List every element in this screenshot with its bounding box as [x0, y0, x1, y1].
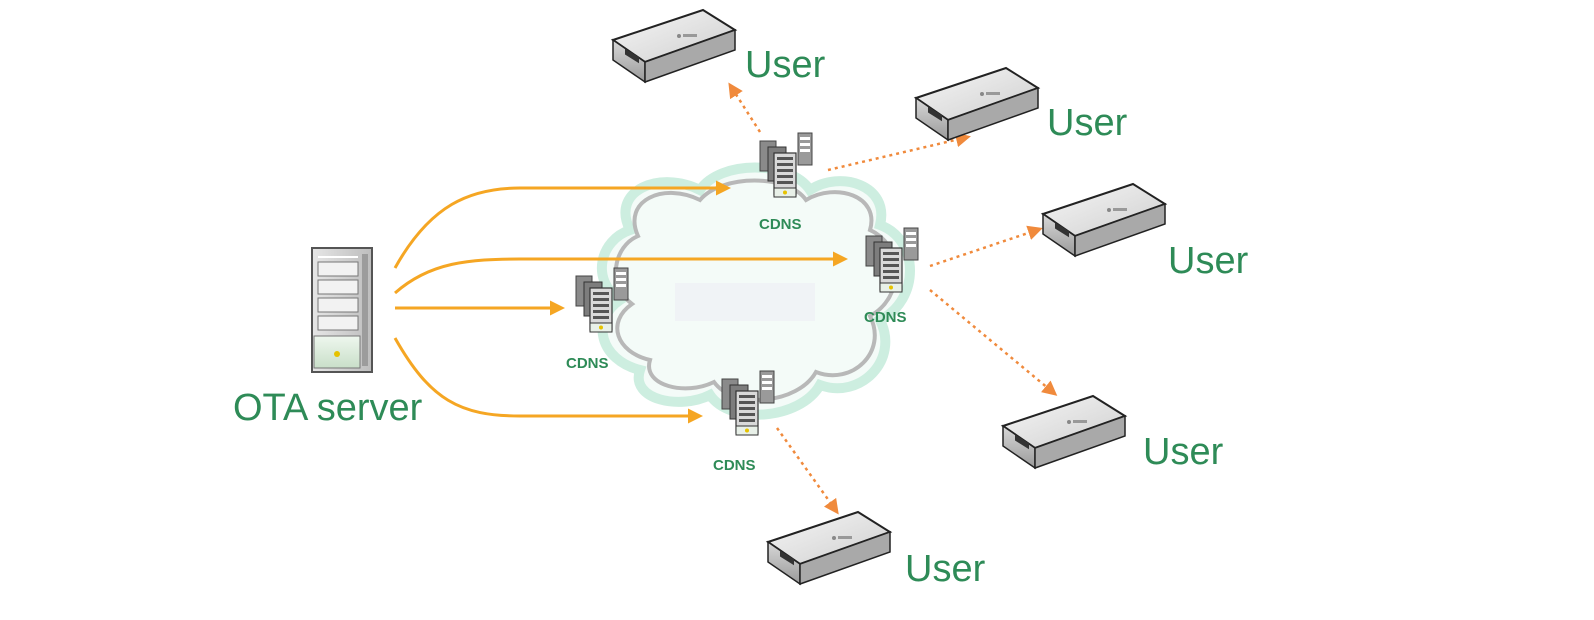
- user-label: User: [905, 548, 986, 590]
- network-cloud: [597, 162, 915, 420]
- user-label: User: [745, 44, 826, 86]
- user-device-2: User: [915, 67, 1128, 144]
- delivery-arrow-user-5: [775, 427, 839, 515]
- delivery-links: [728, 82, 1058, 515]
- origin-links: [393, 180, 848, 424]
- origin-arrow-to-cdns-bottom: [393, 337, 703, 424]
- cdns-label: CDNS: [566, 355, 609, 372]
- cdns-label: CDNS: [713, 457, 756, 474]
- delivery-arrow-user-2: [827, 132, 971, 172]
- cdns-node-right: CDNS: [864, 227, 919, 326]
- delivery-arrow-user-3: [929, 225, 1043, 268]
- cdns-label: CDNS: [864, 309, 907, 326]
- cdns-node-left: CDNS: [566, 267, 629, 372]
- cdns-node-bottom: CDNS: [713, 370, 775, 474]
- set-top-box-icon: [767, 511, 891, 585]
- set-top-box-icon: [1042, 183, 1166, 257]
- set-top-box-icon: [915, 67, 1039, 141]
- set-top-box-icon: [1002, 395, 1126, 469]
- delivery-arrow-user-1: [728, 82, 762, 133]
- user-device-3: User: [1042, 183, 1249, 282]
- user-label: User: [1143, 431, 1224, 473]
- set-top-box-icon: [612, 9, 736, 83]
- user-label: User: [1047, 102, 1128, 144]
- ota-server-label: OTA server: [233, 387, 423, 429]
- origin-arrow-to-cdns-top: [393, 180, 731, 269]
- user-label: User: [1168, 240, 1249, 282]
- user-device-5: User: [767, 511, 986, 590]
- origin-arrow-to-cdns-right: [394, 251, 848, 295]
- cdns-label: CDNS: [759, 216, 802, 233]
- ota-server-icon: [311, 247, 373, 373]
- user-device-1: User: [612, 9, 826, 86]
- cdns-node-top: CDNS: [759, 132, 813, 233]
- delivery-arrow-user-4: [929, 289, 1058, 396]
- ota-server: OTA server: [233, 247, 423, 429]
- user-device-4: User: [1002, 395, 1224, 473]
